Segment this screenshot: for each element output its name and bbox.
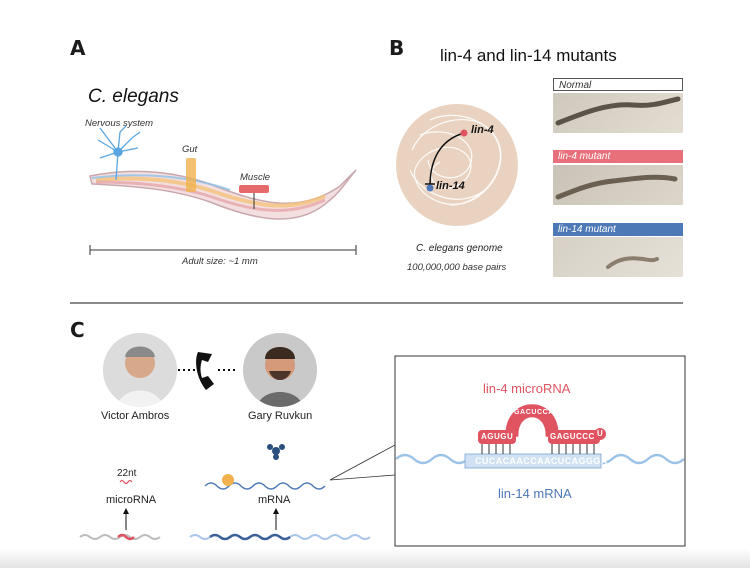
protein-icon [267, 444, 285, 460]
muscle-label: Muscle [240, 172, 271, 183]
photo-lin14-label: lin-14 mutant [553, 223, 683, 236]
genome-size-label: 100,000,000 base pairs [407, 262, 507, 273]
gary-ruvkun-name: Gary Ruvkun [248, 410, 313, 422]
neuron-icon [97, 125, 141, 181]
inset-box [394, 355, 686, 547]
nt-length-label: 22nt [117, 468, 137, 479]
gut-label: Gut [182, 144, 198, 155]
bottom-fade [0, 548, 750, 568]
inset-microrna-label: lin-4 microRNA [483, 381, 571, 396]
lin4-worm-photo [553, 165, 683, 205]
panel-b-title: lin-4 and lin-14 mutants [440, 46, 617, 65]
genome-lin14-label: lin-14 [436, 180, 465, 192]
muscle-icon [239, 185, 269, 193]
mirna-end-base: U [597, 429, 603, 438]
gary-ruvkun-portrait [243, 333, 317, 407]
gut-icon [186, 158, 196, 192]
mrna-target-seq: CUCACAACCAACUCAGGGA [475, 456, 608, 466]
genome-label: C. elegans genome [416, 243, 503, 254]
species-title: C. elegans [88, 86, 179, 107]
inset-mrna-label: lin-14 mRNA [498, 486, 572, 501]
mirna-loop-seq: GACUCCA [514, 409, 554, 416]
victor-ambros-portrait [103, 333, 177, 407]
mirna-left-seq: AGUGU [481, 432, 514, 441]
scale-bar [89, 245, 357, 255]
worm-illustration [89, 169, 357, 220]
mrna-label: mRNA [258, 494, 291, 506]
nervous-system-label: Nervous system [85, 118, 154, 129]
panel-b-letter: B [389, 36, 405, 60]
phone-icon [196, 352, 214, 390]
panel-c-letter: C [70, 318, 85, 342]
normal-worm-photo [553, 93, 683, 133]
photo-normal-label: Normal [553, 78, 683, 91]
victor-ambros-name: Victor Ambros [101, 410, 170, 422]
genome-circle [396, 104, 518, 226]
genome-lin4-label: lin-4 [471, 124, 494, 136]
mirna-right-seq: GAGUCCC [550, 432, 595, 441]
photo-lin4-label: lin-4 mutant [553, 150, 683, 163]
microrna-label: microRNA [106, 494, 157, 506]
adult-size-label: Adult size: ~1 mm [182, 256, 258, 267]
lin14-worm-photo [553, 237, 683, 277]
panel-a-letter: A [70, 36, 86, 60]
